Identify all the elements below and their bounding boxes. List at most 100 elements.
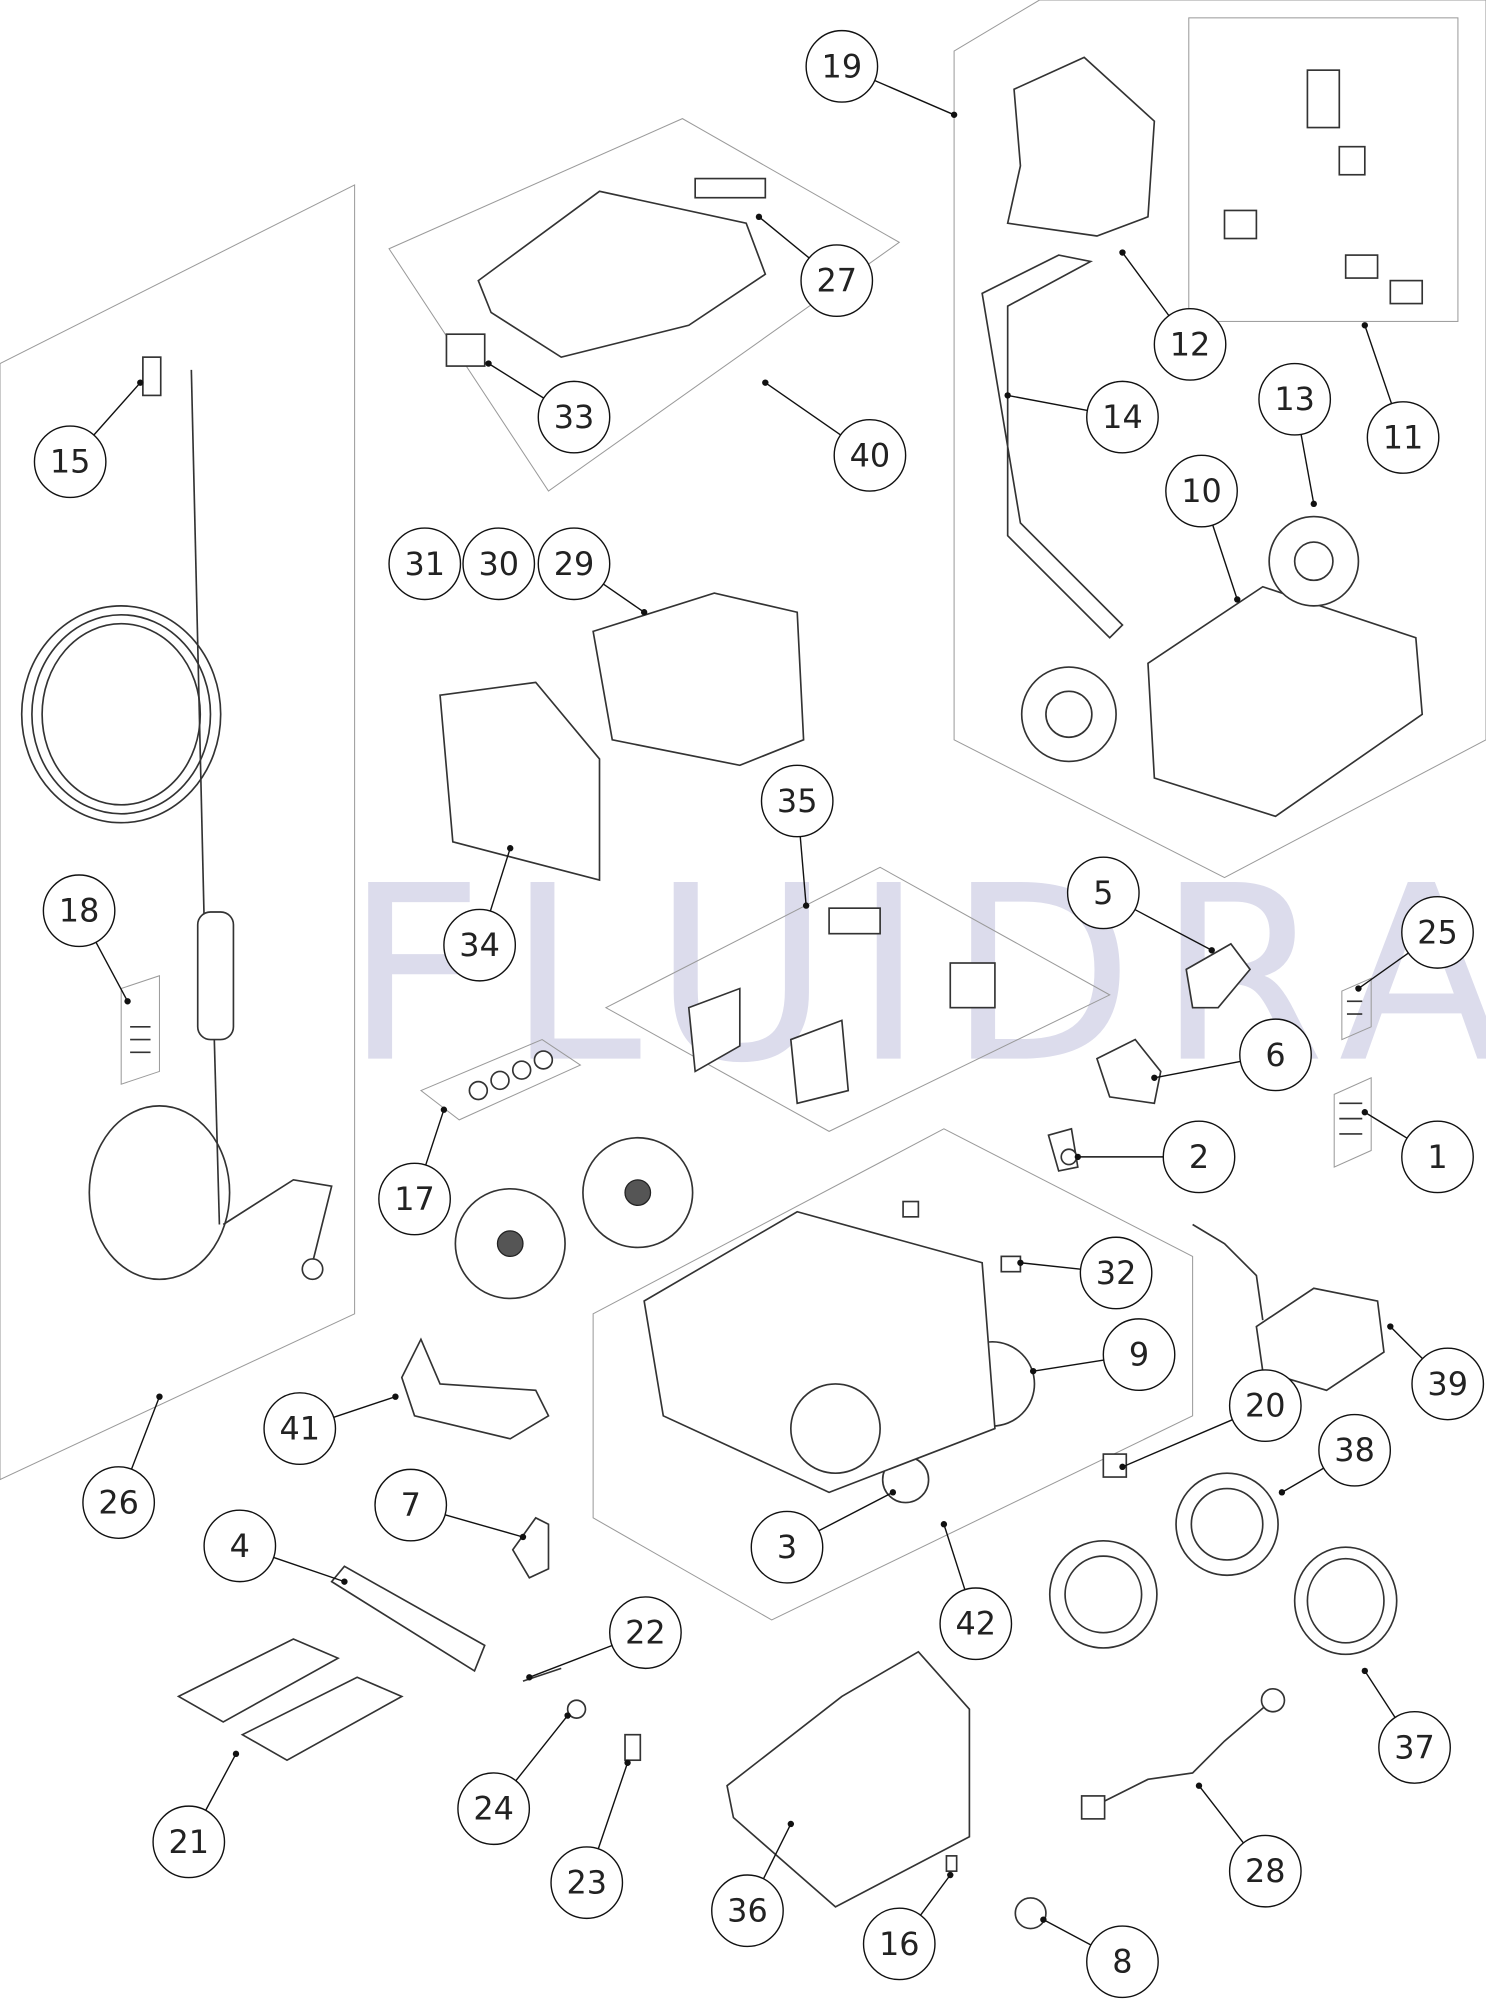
leader-arrow-icon bbox=[1361, 1109, 1368, 1116]
callout-circle bbox=[443, 908, 517, 982]
leader-arrow-icon bbox=[1361, 322, 1368, 329]
caddy-bar-part bbox=[981, 254, 1124, 639]
callout-circle bbox=[1228, 1834, 1302, 1908]
leader-line bbox=[919, 1874, 951, 1916]
callout-circle bbox=[1401, 895, 1474, 969]
leader-line bbox=[597, 1762, 629, 1850]
boundary-clips-group bbox=[1188, 17, 1459, 322]
callout-25: 25 bbox=[1401, 895, 1474, 969]
callout-11: 11 bbox=[1366, 401, 1440, 474]
leader-arrow-icon bbox=[787, 1820, 795, 1828]
boundary-cable-group bbox=[0, 184, 356, 1481]
part-5 bbox=[1185, 942, 1252, 1009]
callout-circle bbox=[1153, 307, 1227, 381]
leader-line bbox=[93, 382, 141, 436]
callout-18: 18 bbox=[42, 874, 116, 948]
leader-arrow-icon bbox=[1151, 1074, 1158, 1081]
callout-number: 1 bbox=[1427, 1138, 1447, 1176]
leader-line bbox=[1364, 1111, 1408, 1139]
spring-16-part bbox=[945, 1855, 958, 1873]
callout-8: 8 bbox=[1086, 1925, 1159, 1999]
filter-indicator-part bbox=[694, 177, 767, 199]
callout-2: 2 bbox=[1162, 1120, 1236, 1194]
wheels-part bbox=[454, 1136, 1398, 1656]
callout-number: 4 bbox=[230, 1527, 250, 1565]
callout-9: 9 bbox=[1102, 1318, 1176, 1392]
leader-arrow-icon bbox=[950, 111, 958, 118]
leader-arrow-icon bbox=[1017, 1259, 1024, 1266]
leader-arrow-icon bbox=[1208, 947, 1215, 954]
handle-41-part bbox=[400, 1337, 550, 1440]
leader-arrow-icon bbox=[947, 1871, 954, 1879]
callout-4: 4 bbox=[203, 1509, 277, 1583]
leader-line bbox=[799, 836, 807, 906]
callout-34: 34 bbox=[443, 908, 517, 982]
callout-19: 19 bbox=[805, 29, 879, 103]
callout-37: 37 bbox=[1378, 1711, 1451, 1784]
callout-circle bbox=[1086, 380, 1159, 454]
leader-arrow-icon bbox=[1387, 1323, 1394, 1330]
caddy-handle-part bbox=[1006, 56, 1156, 237]
leader-line bbox=[95, 941, 129, 1002]
leader-line bbox=[1020, 1262, 1081, 1270]
callout-circle bbox=[82, 1466, 156, 1539]
callout-number: 32 bbox=[1096, 1254, 1137, 1292]
callout-number: 2 bbox=[1189, 1138, 1209, 1176]
callout-number: 28 bbox=[1245, 1852, 1286, 1890]
caddy-base-part bbox=[1147, 585, 1424, 818]
robot-body-part bbox=[643, 1210, 996, 1494]
callout-number: 41 bbox=[279, 1410, 320, 1448]
leader-line bbox=[205, 1753, 237, 1811]
callout-30: 30 bbox=[462, 527, 536, 601]
leader-line bbox=[764, 382, 841, 436]
callout-circle bbox=[609, 1596, 682, 1670]
leader-arrow-icon bbox=[232, 1750, 240, 1758]
leader-arrow-icon bbox=[1195, 1782, 1203, 1789]
callout-circle bbox=[1318, 1413, 1392, 1487]
filter-frame-part bbox=[439, 681, 601, 882]
gear-23-part bbox=[624, 1733, 642, 1762]
callout-circle bbox=[1239, 1018, 1312, 1092]
leader-line bbox=[1043, 1919, 1092, 1946]
boundary-1 bbox=[1333, 1077, 1372, 1168]
boundary-body-group bbox=[592, 1128, 1194, 1621]
callout-circle bbox=[33, 425, 107, 499]
leader-line bbox=[488, 362, 545, 399]
leader-line bbox=[1389, 1326, 1423, 1360]
callout-number: 39 bbox=[1427, 1365, 1468, 1403]
callout-circle bbox=[203, 1509, 277, 1583]
part-7 bbox=[511, 1516, 550, 1579]
callout-number: 22 bbox=[625, 1614, 666, 1652]
callout-20: 20 bbox=[1228, 1369, 1302, 1443]
callout-circle bbox=[152, 1805, 226, 1879]
motor-cable-part bbox=[1096, 1702, 1270, 1806]
callout-number: 12 bbox=[1170, 325, 1211, 363]
callout-5: 5 bbox=[1066, 856, 1140, 930]
leader-line bbox=[1033, 1359, 1104, 1372]
leader-line bbox=[273, 1556, 345, 1583]
parts bbox=[20, 56, 1424, 1930]
callout-circle bbox=[1066, 856, 1140, 930]
callout-1: 1 bbox=[1401, 1120, 1474, 1194]
leader-line bbox=[515, 1715, 569, 1782]
boundary-35-group bbox=[604, 866, 1111, 1132]
callout-number: 15 bbox=[50, 443, 91, 481]
leader-arrow-icon bbox=[1119, 249, 1126, 256]
part-6 bbox=[1095, 1038, 1162, 1105]
clip-part bbox=[1306, 69, 1341, 129]
leader-line bbox=[333, 1396, 396, 1418]
callout-circle bbox=[263, 1392, 337, 1465]
callout-number: 42 bbox=[955, 1605, 996, 1643]
leader-line bbox=[1281, 1467, 1325, 1493]
boundary-top-cover-group bbox=[388, 118, 901, 492]
callout-number: 3 bbox=[777, 1528, 797, 1566]
leader-line bbox=[1122, 1419, 1233, 1468]
callout-circle bbox=[1366, 401, 1440, 474]
leader-line bbox=[1198, 1785, 1244, 1844]
callout-42: 42 bbox=[939, 1587, 1013, 1661]
callout-number: 36 bbox=[727, 1892, 768, 1930]
callout-number: 27 bbox=[816, 262, 857, 300]
leader-arrow-icon bbox=[156, 1393, 163, 1400]
callout-13: 13 bbox=[1258, 362, 1332, 436]
leader-line bbox=[874, 79, 955, 116]
